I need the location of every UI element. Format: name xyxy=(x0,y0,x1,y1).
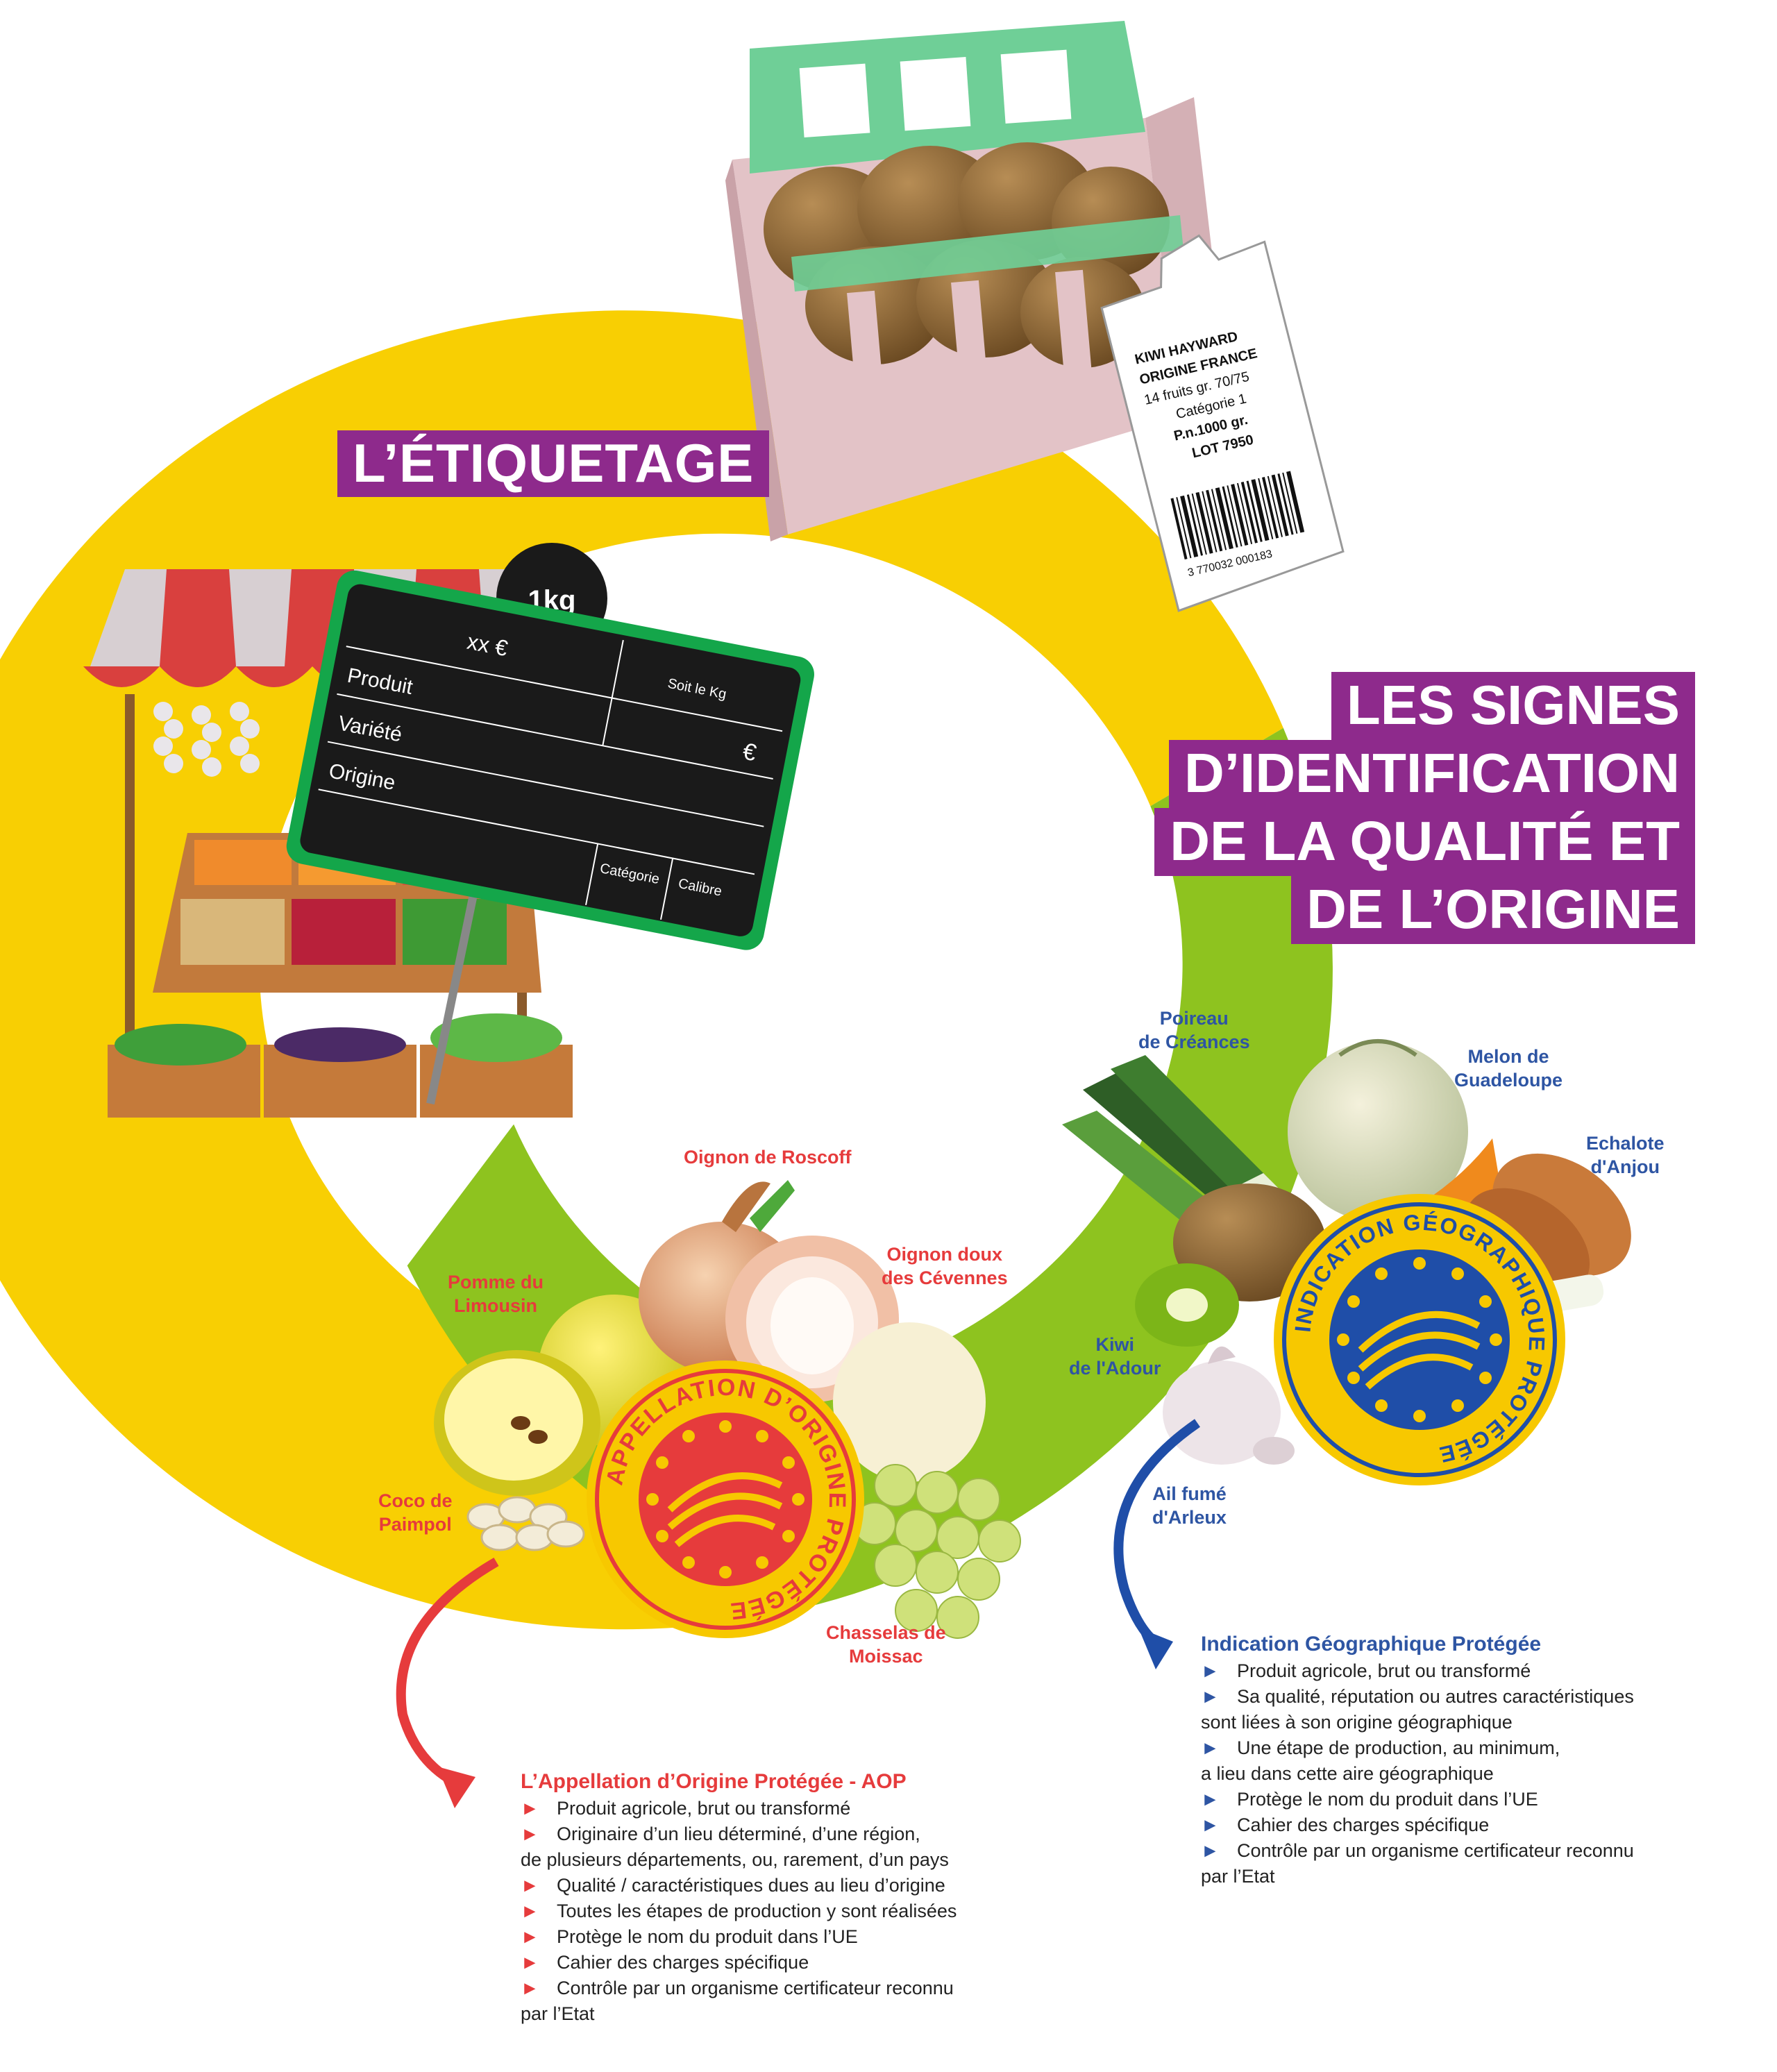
igp-info-item-cont: sont liées à son origine géographique xyxy=(1201,1712,1513,1733)
barcode xyxy=(1170,471,1305,560)
aop-info-title: L’Appellation d’Origine Protégée - AOP xyxy=(521,1770,907,1793)
igp-info-item: ►Contrôle par un organisme certificateur… xyxy=(1201,1838,1634,1864)
bullet-arrow-icon: ► xyxy=(521,1798,539,1819)
aop-info-item: ►Produit agricole, brut ou transformé xyxy=(521,1796,957,1821)
igp-products xyxy=(1062,1039,1631,1465)
igp-info-item: ►Cahier des charges spécifique xyxy=(1201,1812,1634,1838)
etiquetage-title: L’ÉTIQUETAGE xyxy=(337,430,770,497)
igp-info-item: ►Sa qualité, réputation ou autres caract… xyxy=(1201,1684,1634,1710)
label-kiwi-de-l-adour: Kiwi de l'Adour xyxy=(1069,1334,1161,1379)
bullet-arrow-icon: ► xyxy=(521,1926,539,1947)
kiwi-de-l-adour xyxy=(1135,1184,1326,1347)
siqo-title-line-4: DE L’ORIGINE xyxy=(1291,876,1695,944)
igp-info-box: Indication Géographique Protégée ►Produi… xyxy=(1201,1631,1634,1889)
aop-info-item: ►Cahier des charges spécifique xyxy=(521,1950,957,1976)
kiwi-product-tag: KIWI HAYWARD ORIGINE FRANCE 14 fruits gr… xyxy=(1100,234,1345,612)
aop-seal: APPELLATION D’ORIGINE PROTÉGÉE xyxy=(587,1361,864,1638)
bullet-arrow-icon: ► xyxy=(1201,1814,1220,1835)
chasselas-de-moissac xyxy=(853,1464,1021,1639)
aop-info-item: ►Originaire d’un lieu déterminé, d’une r… xyxy=(521,1821,957,1847)
label-ail-fume-d-arleux: Ail fumé d'Arleux xyxy=(1152,1483,1227,1528)
label-coco-de-paimpol: Coco de Paimpol xyxy=(378,1490,453,1535)
igp-arrow xyxy=(1113,1419,1200,1669)
etiquetage-title-text: L’ÉTIQUETAGE xyxy=(337,430,770,497)
igp-seal: INDICATION GÉOGRAPHIQUE PROTÉGÉE xyxy=(1274,1194,1565,1485)
bullet-arrow-icon: ► xyxy=(521,1952,539,1973)
igp-info-item-cont: par l’Etat xyxy=(1201,1866,1275,1887)
bullet-arrow-icon: ► xyxy=(1201,1686,1220,1707)
label-pomme-du-limousin: Pomme du Limousin xyxy=(448,1272,544,1316)
coco-de-paimpol xyxy=(466,1496,585,1551)
label-oignon-de-roscoff: Oignon de Roscoff xyxy=(684,1147,852,1168)
siqo-title-line-1: LES SIGNES xyxy=(1331,672,1695,740)
aop-info-item: ►Protège le nom du produit dans l’UE xyxy=(521,1924,957,1950)
igp-info-item: ►Une étape de production, au minimum, xyxy=(1201,1735,1634,1761)
igp-info-title: Indication Géographique Protégée xyxy=(1201,1633,1542,1656)
igp-info-item: ►Produit agricole, brut ou transformé xyxy=(1201,1658,1634,1684)
bullet-arrow-icon: ► xyxy=(521,1978,539,1998)
aop-info-item: ►Qualité / caractéristiques dues au lieu… xyxy=(521,1873,957,1898)
aop-info-box: L’Appellation d’Origine Protégée - AOP ►… xyxy=(521,1769,957,2027)
label-poireau-de-creances: Poireau de Créances xyxy=(1138,1008,1250,1052)
garlic-strings xyxy=(153,702,260,777)
bullet-arrow-icon: ► xyxy=(1201,1840,1220,1861)
aop-arrow xyxy=(396,1557,499,1808)
label-echalote-d-anjou: Echalote d'Anjou xyxy=(1586,1133,1665,1177)
siqo-title-line-2: D’IDENTIFICATION xyxy=(1168,740,1695,808)
siqo-title-line-3: DE LA QUALITÉ ET xyxy=(1154,808,1695,876)
label-oignon-doux-des-cevennes: Oignon doux des Cévennes xyxy=(882,1244,1008,1288)
siqo-title: LES SIGNES D’IDENTIFICATION DE LA QUALIT… xyxy=(1154,672,1695,944)
aop-info-item: ►Toutes les étapes de production y sont … xyxy=(521,1898,957,1924)
aop-info-item-cont: de plusieurs départements, ou, rarement,… xyxy=(521,1849,949,1870)
ail-fume-d-arleux xyxy=(1163,1346,1295,1465)
label-melon-de-guadeloupe: Melon de Guadeloupe xyxy=(1454,1046,1563,1090)
bullet-arrow-icon: ► xyxy=(1201,1737,1220,1758)
bullet-arrow-icon: ► xyxy=(1201,1789,1220,1810)
igp-info-item: ►Protège le nom du produit dans l’UE xyxy=(1201,1787,1634,1812)
bullet-arrow-icon: ► xyxy=(521,1901,539,1921)
bullet-arrow-icon: ► xyxy=(521,1875,539,1896)
onion-white xyxy=(833,1322,986,1482)
bullet-arrow-icon: ► xyxy=(1201,1660,1220,1681)
igp-info-item-cont: a lieu dans cette aire géographique xyxy=(1201,1763,1494,1784)
price-sign: 1kg xx € Soit le Kg € Produit Variété Or… xyxy=(286,543,814,1105)
label-chasselas-de-moissac: Chasselas de Moissac xyxy=(826,1622,946,1667)
aop-info-item-cont: par l’Etat xyxy=(521,2003,595,2024)
bullet-arrow-icon: ► xyxy=(521,1823,539,1844)
aop-info-item: ►Contrôle par un organisme certificateur… xyxy=(521,1976,957,2001)
aop-products xyxy=(434,1180,1021,1639)
